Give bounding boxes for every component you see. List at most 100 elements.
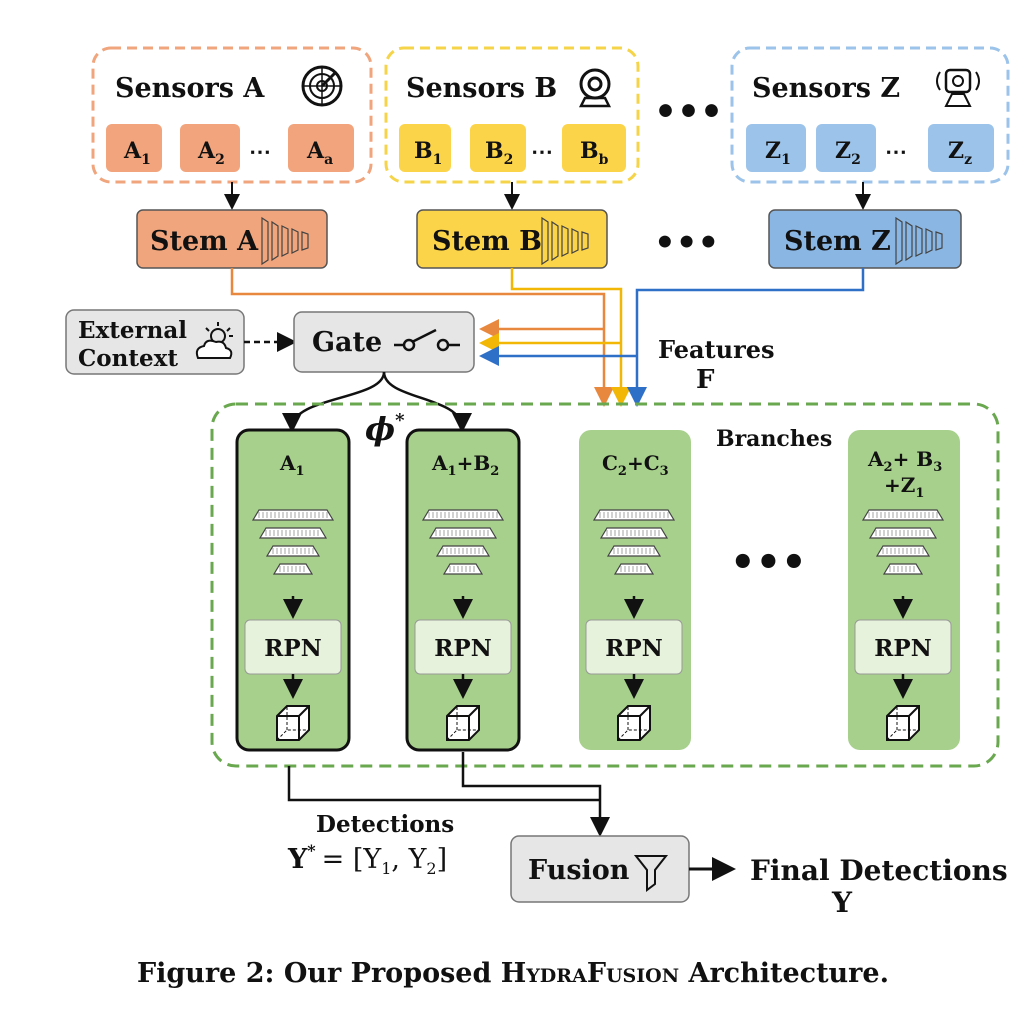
pyramid-layer	[868, 527, 938, 539]
branch-1-box-icon	[276, 705, 310, 741]
branches-title: Branches	[716, 426, 832, 452]
svg-text:Zz: Zz	[948, 138, 972, 168]
svg-text:+Z1: +Z1	[884, 473, 924, 501]
branch-1-rpn: RPN	[264, 635, 321, 662]
stem-a-network-icon	[261, 216, 309, 266]
external-context-line1: External	[78, 317, 187, 344]
filter-icon	[633, 855, 669, 892]
radar-sensor-icon	[936, 68, 980, 107]
branches-container	[210, 402, 1000, 768]
camera-icon	[578, 68, 612, 108]
chip-z2-main: Z	[835, 138, 851, 164]
chip-b2-sub: 2	[504, 152, 514, 168]
svg-text:Z2: Z2	[835, 138, 861, 168]
chip-a1-main: A	[123, 138, 142, 164]
pyramid-layer	[861, 509, 945, 521]
stems-ellipsis: •••	[654, 223, 719, 263]
pyramid-layer	[272, 563, 314, 575]
sensor-group-b: Sensors B B1 B2 ⋯ Bb	[384, 46, 640, 184]
feature-lines	[230, 268, 865, 407]
radar-icon	[301, 65, 343, 107]
final-detections-symbol: Y	[831, 886, 853, 919]
chip-z2-sub: 2	[851, 152, 861, 168]
sensor-b-ellipsis: ⋯	[531, 139, 553, 165]
weather-icon	[195, 322, 233, 359]
cube-hidden-edges	[886, 706, 919, 741]
chip-zz-main: Z	[948, 138, 964, 164]
caption-prefix: Figure 2: Our Proposed	[136, 958, 501, 989]
figure-caption: Figure 2: Our Proposed HydraFusion Archi…	[0, 958, 1026, 989]
gate-phi: ϕ*	[365, 410, 405, 448]
external-context-line2: Context	[78, 345, 178, 372]
chip-aa-sub: a	[324, 152, 333, 168]
svg-text:A2+ B3: A2+ B3	[867, 447, 942, 475]
gate-box: Gate	[293, 311, 475, 373]
branch-3-box-icon	[617, 705, 651, 741]
branch-3-rpn: RPN	[605, 635, 662, 662]
svg-text:Aa: Aa	[306, 138, 333, 168]
cube-hidden-edges	[276, 706, 309, 741]
branch-2-rpn: RPN	[434, 635, 491, 662]
svg-text:A2: A2	[197, 138, 225, 168]
features-label: Features	[658, 335, 775, 364]
architecture-diagram: Sensors A A1 A2 ⋯ Aa Sensors B B1 B2 ⋯	[65, 46, 1010, 919]
external-context-box: External Context	[65, 309, 245, 375]
svg-text:Bb: Bb	[580, 138, 609, 168]
branch-3-pyramid	[592, 509, 676, 575]
features-symbol: F	[696, 365, 715, 395]
pyramid-layer	[592, 509, 676, 521]
pyramid-layer	[882, 563, 924, 575]
sensor-a-ellipsis: ⋯	[249, 139, 271, 165]
fusion-label: Fusion	[528, 855, 630, 886]
caption-name: HydraFusion	[500, 958, 680, 989]
sensor-a-title: Sensors A	[115, 73, 265, 104]
branch-2: A1+B2 RPN	[405, 428, 521, 752]
cube-hidden-edges	[446, 706, 479, 741]
chip-b1-sub: 1	[433, 152, 443, 168]
branches-ellipsis: •••	[730, 539, 807, 586]
fusion-box: Fusion	[510, 835, 690, 903]
pyramid-layer	[421, 509, 505, 521]
pyramid-layer	[442, 563, 484, 575]
cube-hidden-edges	[617, 706, 650, 741]
chip-b1-main: B	[414, 138, 433, 164]
pyramid-layer	[599, 527, 669, 539]
chip-z1-sub: 1	[781, 152, 791, 168]
svg-text:A1+B2: A1+B2	[431, 451, 499, 479]
branch-4-rpn: RPN	[874, 635, 931, 662]
sensor-z-title: Sensors Z	[752, 73, 900, 104]
switch-icon	[394, 328, 460, 352]
gate-label: Gate	[312, 327, 382, 358]
stem-z: Stem Z	[768, 209, 962, 269]
branch-2-pyramid	[421, 509, 505, 575]
sensor-b-title: Sensors B	[406, 73, 557, 104]
chip-z1-main: Z	[765, 138, 781, 164]
chip-a1-sub: 1	[141, 152, 151, 168]
branch-4-box-icon	[886, 705, 920, 741]
stem-z-network-icon	[895, 216, 943, 266]
chip-a2-main: A	[197, 138, 216, 164]
stem-b-network-icon	[541, 216, 589, 266]
branch-1: A1 RPN	[235, 428, 351, 752]
sensors-ellipsis: •••	[654, 91, 723, 133]
branch-4-pyramid	[861, 509, 945, 575]
branch-3: C2+C3 RPN	[579, 430, 691, 750]
stem-a-label: Stem A	[150, 226, 259, 257]
svg-text:B1: B1	[414, 138, 442, 168]
detections-label: Detections	[316, 811, 454, 838]
pyramid-layer	[428, 527, 498, 539]
svg-text:C2+C3: C2+C3	[602, 451, 669, 479]
svg-text:A1: A1	[279, 451, 305, 479]
svg-text:B2: B2	[485, 138, 513, 168]
final-detections-label: Final Detections	[750, 854, 1008, 887]
sensor-group-z: Sensors Z Z1 Z2 ⋯ Zz	[730, 46, 1010, 184]
stem-b-label: Stem B	[432, 226, 542, 257]
sensor-group-a: Sensors A A1 A2 ⋯ Aa	[91, 46, 373, 184]
chip-aa-main: A	[306, 138, 325, 164]
branch-1-pyramid	[251, 509, 335, 575]
sensor-z-ellipsis: ⋯	[885, 139, 907, 165]
svg-text:A1: A1	[123, 138, 151, 168]
pyramid-layer	[258, 527, 328, 539]
chip-zz-sub: z	[964, 152, 972, 168]
chip-bb-main: B	[580, 138, 599, 164]
